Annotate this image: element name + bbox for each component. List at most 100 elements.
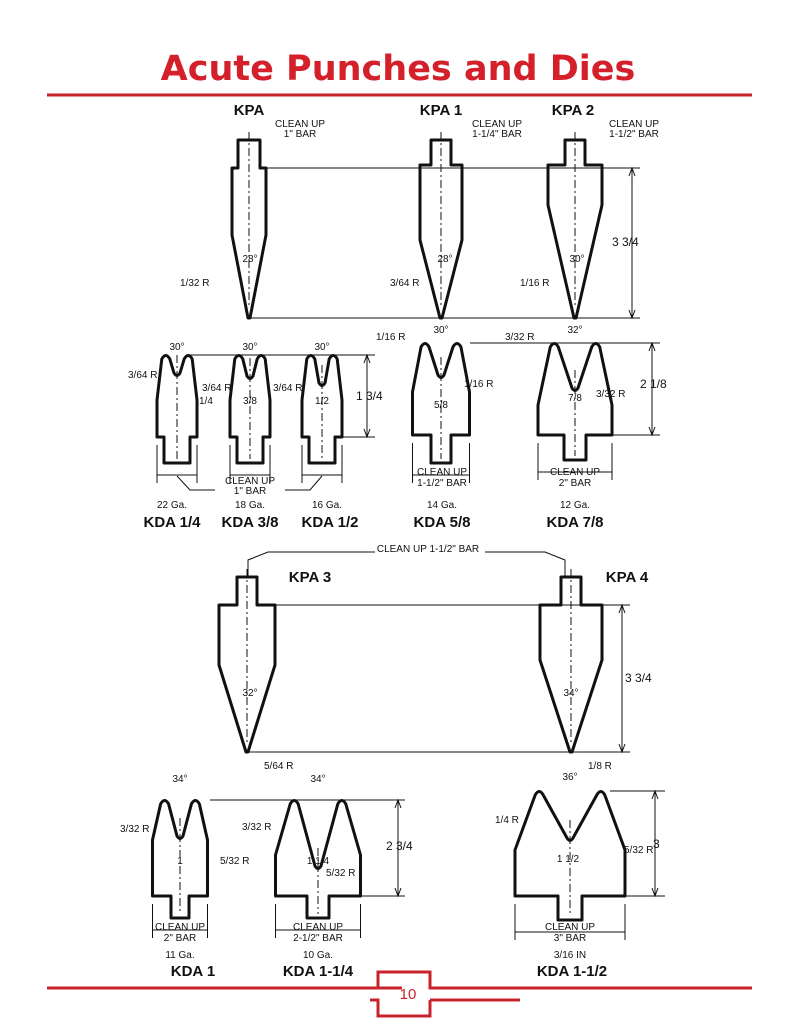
kda38-opening: 3/8 (243, 396, 257, 407)
dies-bottom-height-a-arrows (394, 798, 402, 898)
kda114-angle: 34° (310, 774, 325, 785)
kpa4-label: KPA 4 (606, 569, 649, 586)
kda14-radius: 3/64 R (128, 370, 157, 381)
dies-small-cleanup: CLEAN UP (225, 476, 275, 487)
kda112-angle: 36° (562, 772, 577, 783)
kda1-cleanup: CLEAN UP (155, 922, 205, 933)
kda114-cleanup: CLEAN UP (293, 922, 343, 933)
kda114-radius2: 5/32 R (326, 868, 355, 879)
kda38-radius: 3/64 R (202, 383, 231, 394)
kda112-opening: 1 1/2 (557, 854, 580, 865)
kpa-cleanup-bar: 1" BAR (284, 129, 316, 140)
page-footer: 10 (47, 970, 752, 1018)
dies-small-height: 1 3/4 (356, 389, 383, 403)
kda78-cleanup-bar: 2" BAR (559, 478, 591, 489)
kpa-angle: 28° (242, 254, 257, 265)
kda78-label: KDA 7/8 (547, 514, 604, 531)
kpa3-angle: 32° (242, 688, 257, 699)
kda112-radius2: 5/32 R (624, 845, 653, 856)
kpa4-angle: 34° (563, 688, 578, 699)
kda12-outline (300, 354, 344, 465)
kda14-gauge: 22 Ga. (157, 500, 187, 511)
kda1-cleanup-bar: 2" BAR (164, 933, 196, 944)
kda12-gauge: 16 Ga. (312, 500, 342, 511)
kda58-radius2: 1/16 R (464, 379, 493, 390)
punch-mid-height: 3 3/4 (625, 671, 652, 685)
kda112-label: KDA 1-1/2 (537, 963, 607, 980)
kda78-gauge: 12 Ga. (560, 500, 590, 511)
kpa-outline (230, 138, 268, 320)
dies-small-cleanup-bracket (176, 475, 323, 491)
kda1-outline (151, 799, 209, 920)
kda58-cleanup: CLEAN UP (417, 467, 467, 478)
page-title: Acute Punches and Dies (161, 49, 636, 89)
dies-large-height: 2 1/8 (640, 377, 667, 391)
kpa2-cleanup: CLEAN UP (609, 119, 659, 130)
kda112-cleanup-bar: 3" BAR (554, 933, 586, 944)
kda58-gauge: 14 Ga. (427, 500, 457, 511)
kda38-angle: 30° (242, 342, 257, 353)
kda58-label: KDA 5/8 (414, 514, 471, 531)
kpa2-label: KPA 2 (552, 102, 595, 119)
kda112-cleanup: CLEAN UP (545, 922, 595, 933)
kda58-opening: 5/8 (434, 400, 448, 411)
kda1-label: KDA 1 (171, 963, 215, 980)
kda12-radius: 3/64 R (273, 383, 302, 394)
kda1-opening: 1 (177, 856, 183, 867)
kda78-opening: 7/8 (568, 393, 582, 404)
dies-bottom-height-b-arrows (651, 789, 659, 898)
kda14-outline (155, 354, 199, 465)
kda14-label: KDA 1/4 (144, 514, 202, 531)
kda112-gauge: 3/16 IN (554, 950, 586, 961)
kda14-opening: 1/4 (199, 396, 213, 407)
punch-mid-height-arrows (618, 603, 626, 754)
kda78-radius2: 3/32 R (596, 389, 625, 400)
kpa2-cleanup-bar: 1-1/2" BAR (609, 129, 659, 140)
dies-bottom-height-a: 2 3/4 (386, 839, 413, 853)
kpa2-outline (546, 138, 604, 320)
kda78-angle: 32° (567, 325, 582, 336)
dies-bottom-height-b: 3 (653, 837, 660, 851)
dies-large-height-arrows (648, 341, 656, 437)
kda12-angle: 30° (314, 342, 329, 353)
kda114-gauge: 10 Ga. (303, 950, 333, 961)
kpa3-outline (217, 575, 277, 754)
kpa3-label: KPA 3 (289, 569, 332, 586)
kda114-outline (274, 799, 362, 920)
kda58-cleanup-bar: 1-1/2" BAR (417, 478, 467, 489)
kda58-radius: 1/16 R (376, 332, 405, 343)
kda78-cleanup: CLEAN UP (550, 467, 600, 478)
kpa4-radius: 1/8 R (588, 761, 612, 772)
punch-top-height-arrows (628, 166, 636, 320)
kda1-radius: 3/32 R (120, 824, 149, 835)
kpa-radius: 1/32 R (180, 278, 209, 289)
dies-small-height-arrows (363, 353, 371, 439)
kda1-angle: 34° (172, 774, 187, 785)
kda112-radius: 1/4 R (495, 815, 519, 826)
kda1-gauge: 11 Ga. (165, 950, 194, 961)
kpa1-label: KPA 1 (420, 102, 463, 119)
kpa-label: KPA (234, 102, 265, 119)
kda58-outline (411, 342, 471, 465)
kda114-radius: 3/32 R (242, 822, 271, 833)
drawings (151, 132, 665, 940)
kda58-angle: 30° (433, 325, 448, 336)
punch-top-height: 3 3/4 (612, 235, 639, 249)
kda38-outline (228, 354, 272, 465)
kpa4-outline (538, 575, 604, 754)
kda12-label: KDA 1/2 (302, 514, 359, 531)
punches-mid-cleanup: CLEAN UP 1-1/2" BAR (377, 544, 479, 555)
kda12-opening: 1/2 (315, 396, 329, 407)
kda114-cleanup-bar: 2-1/2" BAR (293, 933, 343, 944)
kda112-outline (513, 790, 627, 922)
kda114-label: KDA 1-1/4 (283, 963, 354, 980)
kda14-angle: 30° (169, 342, 184, 353)
kpa-cleanup: CLEAN UP (275, 119, 325, 130)
kda38-gauge: 18 Ga. (235, 500, 265, 511)
page-number: 10 (400, 986, 417, 1003)
kda114-opening: 1 1/4 (307, 856, 330, 867)
punches-mid-cleanup-bracket (247, 551, 566, 577)
kpa1-outline (418, 138, 464, 320)
kda38-label: KDA 3/8 (222, 514, 279, 531)
